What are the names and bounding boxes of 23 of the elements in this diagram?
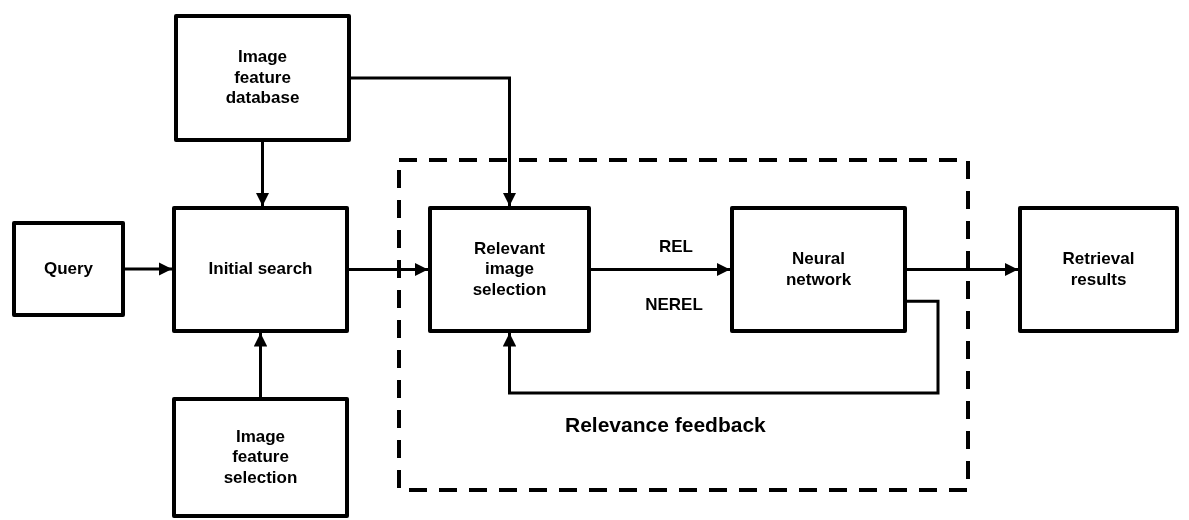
- box-label: Image feature database: [224, 47, 301, 109]
- box-label: Retrieval results: [1061, 249, 1136, 290]
- box-label: Initial search: [207, 259, 314, 280]
- box-label: Neural network: [784, 249, 853, 290]
- arrow: [351, 76, 517, 206]
- process-box: [12, 221, 125, 317]
- process-box: [1018, 206, 1179, 333]
- process-box: [730, 206, 907, 333]
- arrow: [349, 262, 428, 277]
- arrow: [125, 262, 172, 276]
- process-box: [172, 397, 349, 518]
- arrow: [255, 142, 270, 206]
- arrow: [907, 262, 1018, 277]
- arrow: [502, 299, 940, 395]
- box-label: Image feature selection: [222, 426, 299, 489]
- box-label: Relevant image selection: [471, 238, 548, 301]
- arrow: [591, 262, 730, 277]
- process-box: [428, 206, 591, 333]
- process-box: [174, 14, 351, 142]
- box-label: Query: [42, 258, 95, 280]
- process-box: [172, 206, 349, 333]
- group-title: Relevance feedback: [565, 413, 766, 437]
- arrow: [253, 333, 268, 397]
